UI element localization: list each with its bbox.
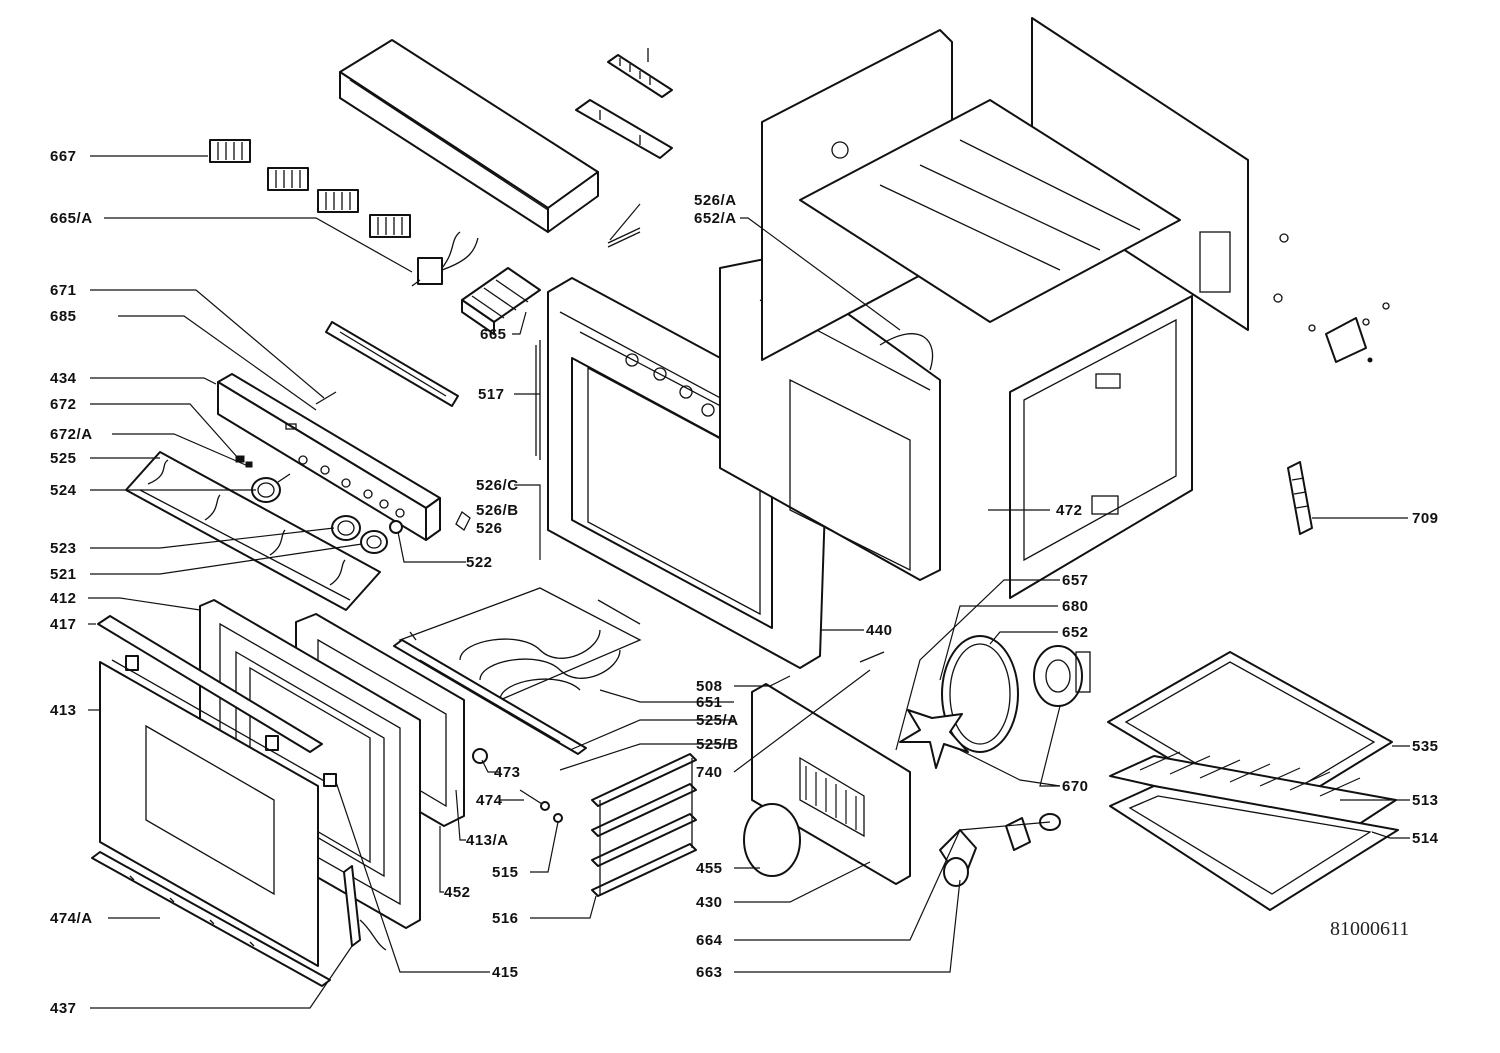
label-515: 515 <box>492 864 519 881</box>
label-437: 437 <box>50 1000 77 1017</box>
front-frame <box>535 277 829 669</box>
part-labels: 667 665/A 671 685 434 672 672/A 525 524 … <box>50 148 1439 1017</box>
fan-cover-455 <box>743 803 801 877</box>
terminal-block <box>575 48 673 159</box>
thermostat <box>411 231 479 287</box>
label-525a: 525/A <box>696 712 739 729</box>
fan-motor-652 <box>1033 645 1091 707</box>
knob-523 <box>331 515 361 541</box>
label-663: 663 <box>696 964 723 981</box>
drawing-number: 81000611 <box>1330 918 1409 940</box>
label-452: 452 <box>444 884 471 901</box>
control-housing-cover <box>339 39 599 233</box>
label-525: 525 <box>50 450 77 467</box>
label-521: 521 <box>50 566 77 583</box>
side-panel <box>1009 295 1193 599</box>
label-672a: 672/A <box>50 426 93 443</box>
label-415: 415 <box>492 964 519 981</box>
label-740: 740 <box>696 764 723 781</box>
label-508: 508 <box>696 678 723 695</box>
element-526a <box>607 227 641 248</box>
label-434: 434 <box>50 370 77 387</box>
door-handle-417 <box>97 615 323 753</box>
label-474a: 474/A <box>50 910 93 927</box>
label-513: 513 <box>1412 792 1439 809</box>
label-455: 455 <box>696 860 723 877</box>
label-524: 524 <box>50 482 77 499</box>
leader-lines <box>88 155 1410 1009</box>
label-413: 413 <box>50 702 77 719</box>
support-strip <box>325 321 459 407</box>
tray-514 <box>1109 785 1399 911</box>
label-526c: 526/C <box>476 477 519 494</box>
label-523: 523 <box>50 540 77 557</box>
panel-trim <box>125 451 381 611</box>
label-516: 516 <box>492 910 519 927</box>
label-665: 665 <box>480 326 507 343</box>
fan-ring-680 <box>941 635 1019 753</box>
outer-door-413 <box>99 659 327 967</box>
door-latch-415 <box>323 773 337 787</box>
label-685: 685 <box>50 308 77 325</box>
label-672: 672 <box>50 396 77 413</box>
label-430: 430 <box>696 894 723 911</box>
switch-block-665 <box>461 267 541 335</box>
label-472: 472 <box>1056 502 1083 519</box>
front-trim <box>393 639 587 755</box>
lamp-parts <box>939 813 1061 887</box>
label-412: 412 <box>50 590 77 607</box>
label-652: 652 <box>1062 624 1089 641</box>
label-652a: 652/A <box>694 210 737 227</box>
label-526a: 526/A <box>694 192 737 209</box>
door-bottom-trim-474a <box>91 851 331 987</box>
label-670: 670 <box>1062 778 1089 795</box>
label-671: 671 <box>50 282 77 299</box>
label-522: 522 <box>466 554 493 571</box>
label-657: 657 <box>1062 572 1089 589</box>
label-709: 709 <box>1412 510 1439 527</box>
label-413a: 413/A <box>466 832 509 849</box>
back-plate-430 <box>751 683 911 885</box>
label-651: 651 <box>696 694 723 711</box>
knob-521 <box>360 530 388 554</box>
label-665a: 665/A <box>50 210 93 227</box>
label-473: 473 <box>494 764 521 781</box>
label-514: 514 <box>1412 830 1439 847</box>
rear-housing <box>761 17 1249 371</box>
control-panel <box>217 373 441 541</box>
label-680: 680 <box>1062 598 1089 615</box>
label-526: 526 <box>476 520 503 537</box>
side-rail <box>1287 461 1313 535</box>
label-526b: 526/B <box>476 502 519 519</box>
knob-524 <box>251 473 291 503</box>
label-667: 667 <box>50 148 77 165</box>
indicator-522 <box>389 520 403 534</box>
label-664: 664 <box>696 932 723 949</box>
door-hinge-437 <box>343 865 387 951</box>
shelf-supports <box>591 753 697 897</box>
label-517: 517 <box>478 386 505 403</box>
label-440: 440 <box>866 622 893 639</box>
fan-blade-657 <box>899 709 969 769</box>
hinge-parts <box>1273 233 1390 363</box>
selector-switches <box>209 139 411 238</box>
label-535: 535 <box>1412 738 1439 755</box>
label-525b: 525/B <box>696 736 739 753</box>
label-417: 417 <box>50 616 77 633</box>
label-474: 474 <box>476 792 503 809</box>
